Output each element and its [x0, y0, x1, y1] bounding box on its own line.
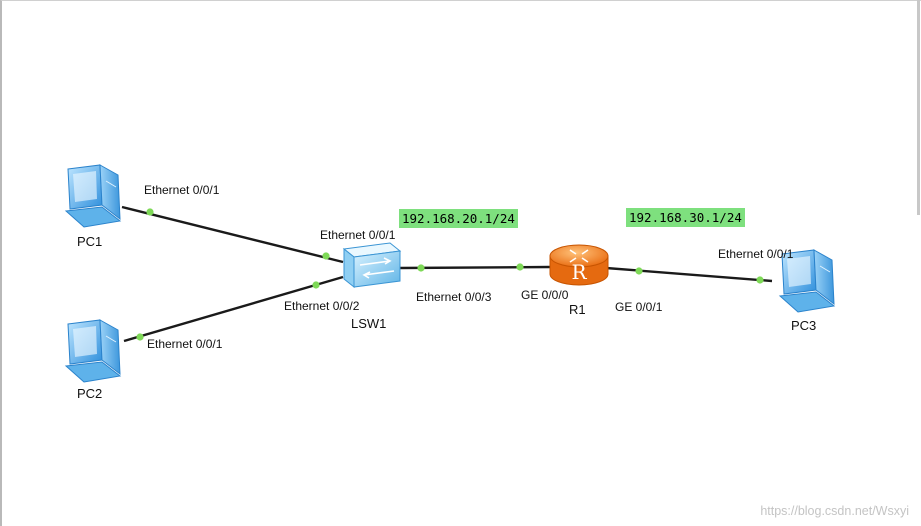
link-r1-pc3[interactable]	[605, 266, 773, 283]
link-pc1-lsw1[interactable]	[121, 205, 344, 264]
port-dot-r1-ge1	[635, 267, 643, 275]
r1-name: R1	[569, 302, 586, 317]
port-dot-pc2	[136, 333, 144, 341]
lsw1-switch-icon[interactable]	[342, 242, 402, 289]
pc3-icon[interactable]	[778, 249, 836, 313]
watermark-text: https://blog.csdn.net/Wsxyi	[760, 504, 909, 518]
ip-label-net20: 192.168.20.1/24	[399, 209, 518, 228]
port-label-lsw1-e1: Ethernet 0/0/1	[320, 228, 396, 242]
port-label-r1-ge1: GE 0/0/1	[615, 300, 663, 314]
port-dot-lsw1-e1	[322, 252, 330, 260]
vertical-scrollbar[interactable]	[917, 0, 920, 215]
pc1-name: PC1	[77, 234, 103, 249]
pc2-icon[interactable]	[64, 319, 122, 383]
port-label-pc3-eth: Ethernet 0/0/1	[718, 247, 794, 261]
port-label-lsw1-e3: Ethernet 0/0/3	[416, 290, 492, 304]
lsw1-name: LSW1	[351, 316, 387, 331]
port-label-lsw1-e2: Ethernet 0/0/2	[284, 299, 360, 313]
svg-text:R: R	[571, 260, 587, 284]
port-dot-pc3	[756, 276, 764, 284]
port-label-pc2-eth: Ethernet 0/0/1	[147, 337, 223, 351]
pc1-icon[interactable]	[64, 164, 122, 228]
link-lsw1-r1[interactable]	[399, 265, 551, 270]
pc2-name: PC2	[77, 386, 103, 401]
port-dot-pc1	[146, 208, 154, 216]
port-dot-lsw1-e3	[417, 264, 425, 272]
port-label-pc1-eth: Ethernet 0/0/1	[144, 183, 220, 197]
port-label-r1-ge0: GE 0/0/0	[521, 288, 569, 302]
port-dot-r1-ge0	[516, 263, 524, 271]
ip-label-net30: 192.168.30.1/24	[626, 208, 745, 227]
port-dot-lsw1-e2	[312, 281, 320, 289]
r1-router-icon[interactable]: R	[549, 244, 609, 286]
pc3-name: PC3	[791, 318, 817, 333]
link-pc2-lsw1[interactable]	[123, 275, 344, 343]
